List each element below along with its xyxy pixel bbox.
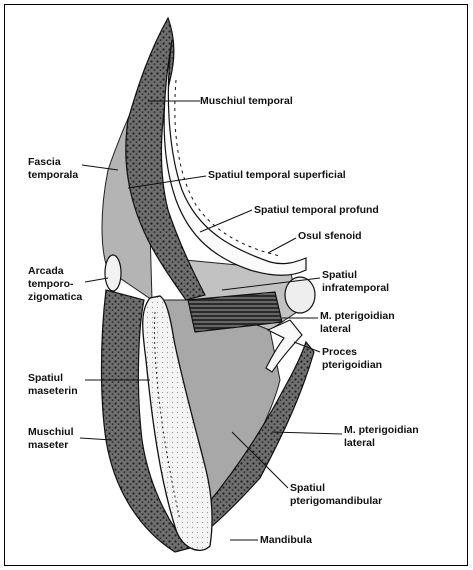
label-muschiul-maseter: Muschiul maseter <box>28 426 74 452</box>
label-spatiul-temporal-profund: Spatiul temporal profund <box>254 204 379 217</box>
label-spatiul-maseterin: Spatiul maseterin <box>28 372 78 398</box>
label-mandibula: Mandibula <box>260 534 312 547</box>
label-proces-pterigoidian: Proces pterigoidian <box>322 346 382 372</box>
sphenoid-bone-shape <box>164 40 306 275</box>
label-spatiul-pterigomandibular: Spatiul pterigomandibular <box>290 482 382 508</box>
zygomatic-arch-shape <box>105 255 121 291</box>
label-m-pterigoidian-lateral-upper: M. pterigoidian lateral <box>320 310 395 336</box>
label-spatiul-infratemporal: Spatiul infratemporal <box>322 269 389 295</box>
condyle-shape <box>285 277 315 313</box>
label-m-pterigoidian-lateral-lower: M. pterigoidian lateral <box>344 424 419 450</box>
label-muschiul-temporal: Muschiul temporal <box>200 95 293 108</box>
label-spatiul-temporal-superficial: Spatiul temporal superficial <box>208 169 346 182</box>
label-arcada-temporo-zigomatica: Arcada temporo- zigomatica <box>28 265 82 304</box>
label-fascia-temporala: Fascia temporala <box>28 156 78 182</box>
label-osul-sfenoid: Osul sfenoid <box>298 230 362 243</box>
